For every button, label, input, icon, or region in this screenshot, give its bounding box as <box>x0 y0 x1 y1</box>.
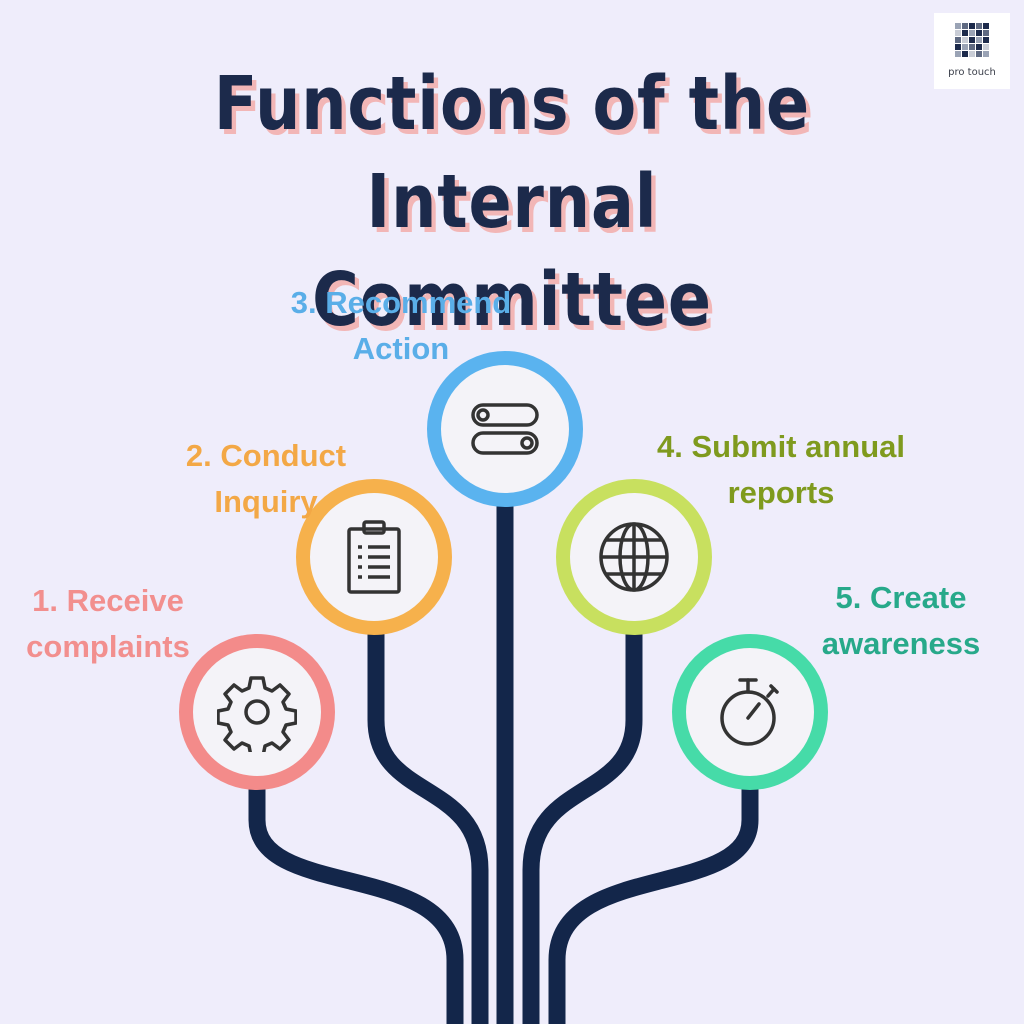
gear-icon <box>217 676 297 752</box>
logo-text: pro touch <box>948 67 996 78</box>
step-5-circle <box>672 634 828 790</box>
step-5-label-line-2: awareness <box>821 626 981 661</box>
step-3-label: 3. Recommend Action <box>270 280 532 372</box>
logo-grid-icon <box>955 23 989 57</box>
stem-2 <box>367 625 489 1024</box>
step-4-label-line-1: 4. Submit annual <box>656 429 906 464</box>
step-1-label-line-2: complaints <box>26 629 190 664</box>
step-3-label-line-2: Action <box>352 331 450 366</box>
step-4-label-line-2: reports <box>727 475 835 510</box>
stopwatch-icon <box>720 678 779 746</box>
step-3-label-line-1: 3. Recommend <box>290 285 512 320</box>
title-line-2: Committee <box>312 257 712 343</box>
step-5-label-line-1: 5. Create <box>835 580 967 615</box>
step-2-label: 2. Conduct Inquiry <box>156 433 376 525</box>
toggle-icon <box>471 403 539 455</box>
step-3-circle <box>427 351 583 507</box>
pro-touch-logo: pro touch <box>934 13 1010 89</box>
step-4-label: 4. Submit annual reports <box>636 424 926 516</box>
stem-1 <box>248 780 464 1024</box>
title-line-1: Functions of the Internal <box>213 61 811 245</box>
stem-4 <box>522 625 643 1024</box>
step-1-label-line-1: 1. Receive <box>32 583 184 618</box>
page-title: Functions of the Internal Committee <box>72 55 953 349</box>
step-2-label-line-2: Inquiry <box>214 484 318 519</box>
step-5-label: 5. Create awareness <box>806 575 996 667</box>
globe-icon <box>599 522 669 592</box>
clipboard-icon <box>347 520 401 594</box>
stem-5 <box>548 780 759 1024</box>
step-2-label-line-1: 2. Conduct <box>185 438 347 473</box>
step-1-label: 1. Receive complaints <box>18 578 198 670</box>
step-1-circle <box>179 634 335 790</box>
step-2-circle <box>296 479 452 635</box>
